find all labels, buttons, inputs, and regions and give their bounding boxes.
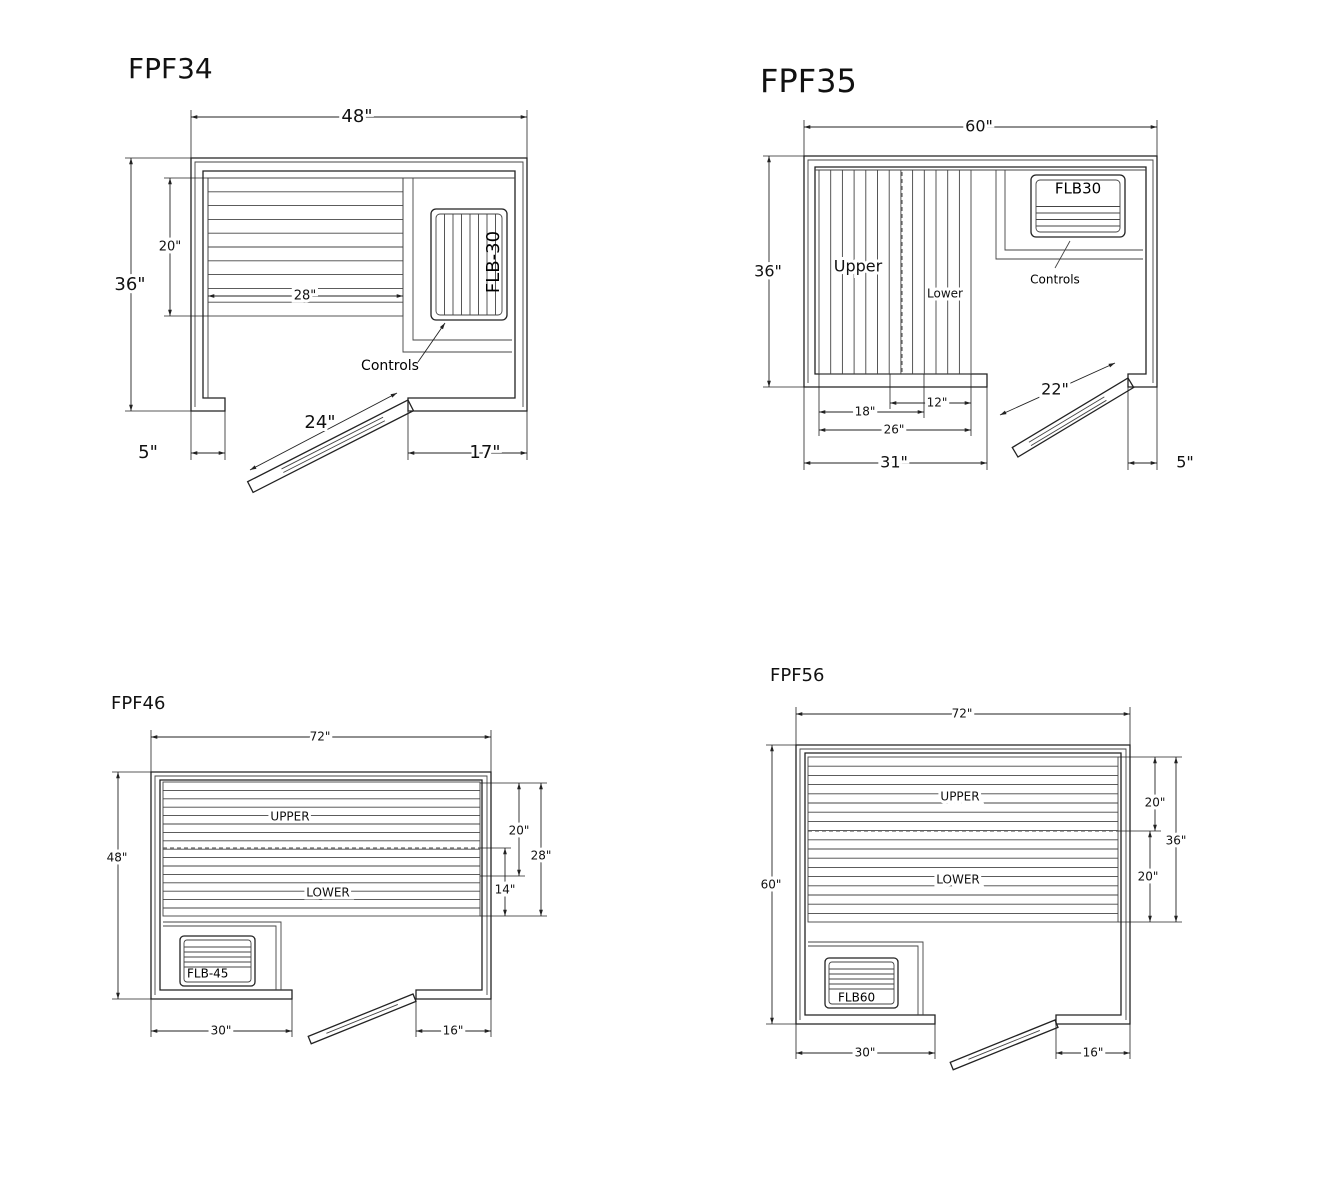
dimension-depth-label: 36" [114, 274, 145, 295]
heater [1030, 174, 1126, 238]
dimension-door-width-label: 24" [304, 412, 335, 433]
plan-fpf34: FPF34 FLB-30 Controls [128, 52, 528, 494]
heater [824, 957, 899, 1009]
plan-title: FPF34 [128, 52, 213, 85]
bench [207, 177, 404, 317]
dimension-bench-length-label: 28" [294, 289, 317, 304]
heater-label: FLB-30 [483, 231, 504, 293]
dimension-width-label: 48" [341, 106, 372, 127]
plan-title: FPF56 [770, 665, 824, 686]
dimension-upper-depth-label: 18" [855, 405, 876, 419]
plan-fpf35: FPF35 FLB30 Controls Upper Lower [760, 62, 1158, 458]
plan-fpf46: FPF46 FLB-45 UPPER LOWER [111, 693, 492, 1045]
controls-label: Controls [1030, 273, 1080, 287]
heater-enclosure [808, 941, 924, 1015]
heater [179, 935, 256, 987]
heater-enclosure [995, 170, 1143, 260]
dimension-bench-depth-label: 36" [1166, 834, 1187, 848]
heater [430, 208, 508, 321]
dimension-width-label: 72" [952, 707, 973, 721]
bench [162, 781, 481, 917]
dimension-wall-right-label: 5" [1176, 453, 1194, 472]
door [1011, 377, 1135, 458]
dimension-lines: 48"36"20"28"5"17"24"60"36"18"12"26"31"5"… [104, 103, 1197, 1063]
dimension-wall-left-label: 5" [138, 442, 158, 463]
heater-enclosure [402, 178, 512, 353]
dimension-depth-label: 60" [761, 878, 782, 892]
dimension-door-width-line [999, 362, 1116, 416]
dimension-door-width-line [249, 392, 398, 471]
upper-bench-label: UPPER [270, 810, 309, 824]
bench [807, 756, 1119, 923]
dimension-width-label: 72" [310, 730, 331, 744]
heater-label: FLB30 [1055, 180, 1101, 198]
dimension-bench-depth-label: 26" [884, 423, 905, 437]
plan-fpf56: FPF56 FLB60 UPPER LOWER [770, 665, 1131, 1071]
dimension-wall-left-label: 31" [880, 453, 908, 472]
upper-bench-label: Upper [834, 257, 883, 276]
dimension-lower-depth-label: 14" [495, 883, 516, 897]
dimension-wall-right-label: 16" [443, 1024, 464, 1038]
dimension-door-width-label: 22" [1041, 380, 1069, 399]
heater-enclosure [163, 921, 282, 990]
outer-wall [190, 157, 528, 412]
dimension-depth-label: 48" [107, 851, 128, 865]
dimension-wall-right-label: 17" [469, 442, 500, 463]
lower-bench-label: LOWER [306, 886, 350, 900]
upper-bench-label: UPPER [940, 790, 979, 804]
dimension-depth-label: 36" [754, 262, 782, 281]
dimension-wall-left-label: 30" [211, 1024, 232, 1038]
dimension-wall-left-label: 30" [855, 1046, 876, 1060]
door [949, 1019, 1059, 1071]
controls-label: Controls [361, 358, 419, 374]
dimension-upper-depth-label: 20" [509, 824, 530, 838]
bench [818, 169, 972, 375]
dimension-lower-depth-label: 20" [1138, 870, 1159, 884]
plan-title: FPF35 [760, 62, 857, 100]
lower-bench-label: LOWER [936, 873, 980, 887]
door [307, 993, 417, 1045]
heater-label: FLB-45 [187, 967, 228, 981]
dimension-lower-depth-label: 12" [927, 396, 948, 410]
heater-label: FLB60 [838, 991, 875, 1005]
lower-bench-label: Lower [927, 287, 963, 301]
dimension-wall-right-label: 16" [1083, 1046, 1104, 1060]
dimension-bench-depth-label: 28" [531, 849, 552, 863]
dimension-width-label: 60" [965, 117, 993, 136]
plan-title: FPF46 [111, 693, 165, 714]
dimension-bench-depth-label: 20" [159, 240, 182, 255]
dimension-upper-depth-label: 20" [1145, 796, 1166, 810]
